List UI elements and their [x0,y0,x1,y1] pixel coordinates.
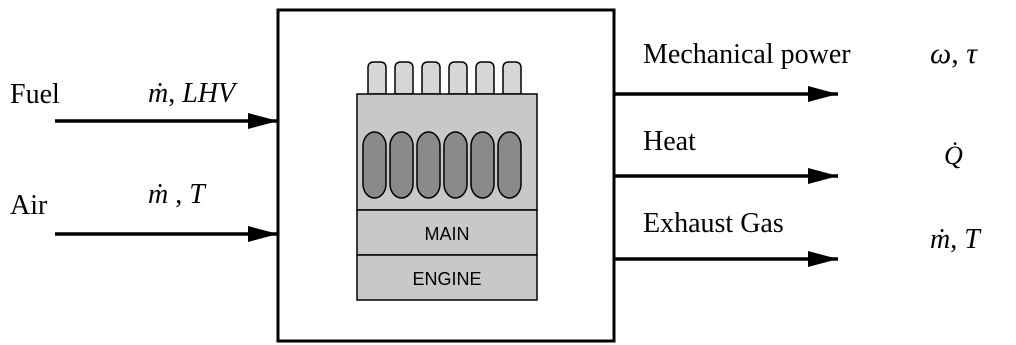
engine-panel-main [356,209,538,256]
omega-symbol: ω [930,37,951,70]
heat-label: Heat [643,126,696,157]
mechanical-variables: ω, τ [930,37,978,70]
engine-panel-engine [356,254,538,301]
engine-cap-2 [394,61,414,95]
fuel-lhv: LHV [181,78,238,109]
air-var-separator: , [175,179,182,210]
air-mass-flow: ṁ [148,179,168,210]
heat-variable: Q̇ [944,141,963,170]
exhaust-gas-label: Exhaust Gas [643,208,784,239]
cylinder-3 [416,131,441,199]
engine-cap-4 [448,61,468,95]
engine-caps [367,61,522,95]
cylinder-6 [497,131,522,199]
mechanical-power-label: Mechanical power [643,39,851,70]
air-label: Air [10,190,48,221]
exhaust-var-separator: , [950,224,957,255]
cylinder-1 [362,131,387,199]
engine-cap-5 [475,61,495,95]
engine-graphic: MAIN ENGINE [356,61,538,301]
fuel-var-separator: , [168,78,175,109]
exhaust-temperature: T [964,224,982,255]
air-variables: ṁ , T [148,179,207,210]
mechanical-var-separator: , [951,37,959,70]
cylinder-2 [389,131,414,199]
fuel-mass-flow: ṁ [148,78,168,109]
exhaust-variables: ṁ, T [930,224,982,255]
engine-cap-6 [502,61,522,95]
engine-cylinders [362,131,522,199]
cylinder-4 [443,131,468,199]
fuel-label: Fuel [10,79,60,110]
engine-cap-1 [367,61,387,95]
fuel-variables: ṁ, LHV [148,78,238,109]
tau-symbol: τ [966,37,978,70]
engine-label-main: MAIN [425,224,470,244]
cylinder-5 [470,131,495,199]
engine-cap-3 [421,61,441,95]
exhaust-mass-flow: ṁ [930,224,950,255]
engine-label-engine: ENGINE [412,269,481,289]
air-temperature: T [189,179,207,210]
